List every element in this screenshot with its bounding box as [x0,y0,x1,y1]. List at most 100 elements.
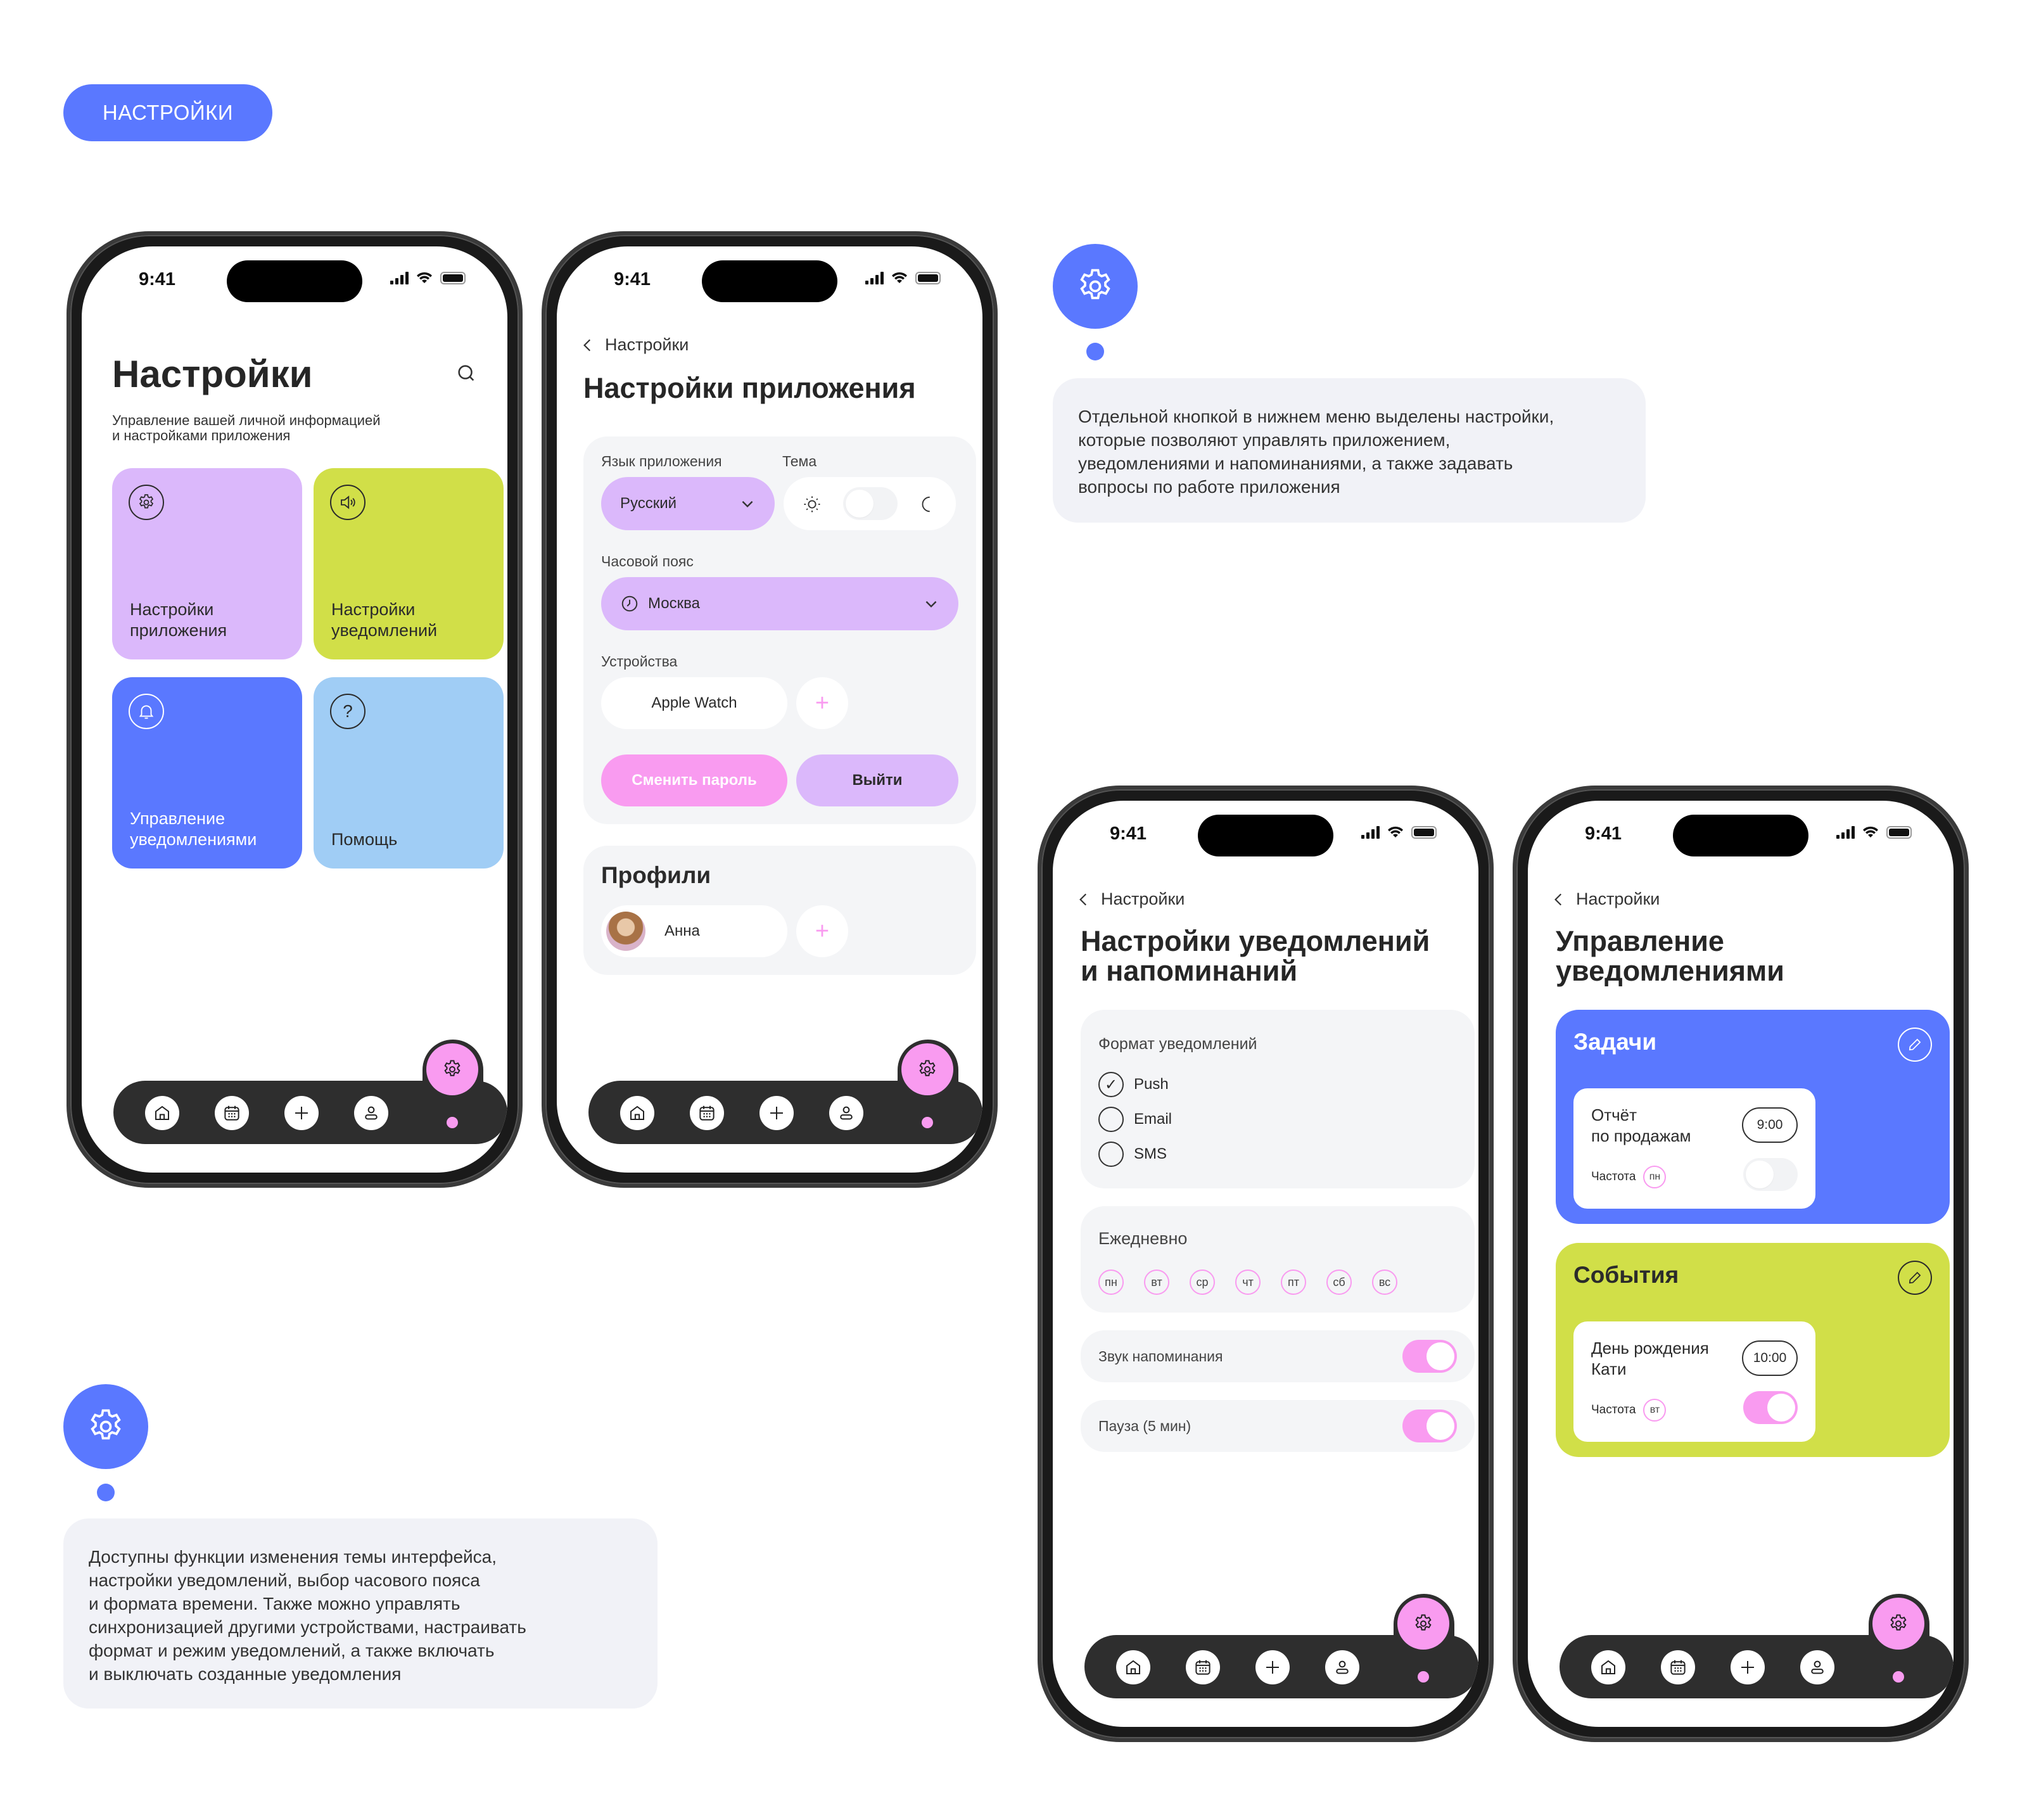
pencil-icon [1907,1036,1923,1053]
format-option-push[interactable]: ✓Push [1098,1072,1169,1097]
nav-home[interactable] [145,1096,179,1130]
devices-label: Устройства [601,653,678,670]
nav-profile[interactable] [829,1096,863,1130]
day-chip[interactable]: пн [1098,1270,1124,1295]
bell-icon [129,694,164,729]
nav-add[interactable] [1255,1650,1290,1684]
language-value: Русский [620,495,677,512]
logout-button[interactable]: Выйти [796,754,958,806]
user-icon [1333,1658,1352,1677]
user-icon [837,1104,856,1123]
nav-calendar[interactable] [690,1096,724,1130]
language-label: Язык приложения [601,453,722,469]
day-chip[interactable]: вт [1144,1270,1169,1295]
back-label: Настройки [605,335,689,354]
theme-toggle-group [784,477,956,530]
change-password-button[interactable]: Сменить пароль [601,754,787,806]
task-toggle[interactable] [1743,1158,1798,1191]
edit-events-button[interactable] [1898,1261,1932,1295]
checkbox-checked[interactable]: ✓ [1098,1072,1124,1097]
nav-settings-active[interactable] [1872,1598,1924,1650]
nav-settings-active[interactable] [901,1043,953,1095]
nav-home[interactable] [1591,1650,1625,1684]
device-apple-watch[interactable]: Apple Watch [601,677,787,729]
signal-icon [1836,826,1855,839]
day-chip[interactable]: чт [1235,1270,1261,1295]
home-icon [153,1104,172,1123]
avatar [606,912,645,951]
nav-profile[interactable] [354,1096,388,1130]
nav-settings-active[interactable] [426,1043,478,1095]
task-time[interactable]: 9:00 [1742,1107,1798,1143]
event-time[interactable]: 10:00 [1742,1340,1798,1376]
status-time: 9:41 [1110,824,1147,844]
day-chip[interactable]: вс [1372,1270,1397,1295]
phone-app-settings: 9:41 Настройки Настройки приложения Язык… [542,231,998,1188]
gear-icon [442,1059,463,1080]
user-icon [1808,1658,1827,1677]
pause-toggle[interactable] [1402,1410,1457,1442]
day-chip: пн [1643,1166,1667,1188]
search-icon[interactable] [455,362,477,384]
edit-tasks-button[interactable] [1898,1028,1932,1062]
back-button[interactable]: Настройки [1076,889,1185,909]
add-device-button[interactable]: + [796,677,848,729]
nav-home[interactable] [1116,1650,1150,1684]
gear-icon [1075,266,1115,307]
day-chip[interactable]: пт [1281,1270,1306,1295]
nav-add[interactable] [284,1096,319,1130]
note-dot [1086,343,1104,360]
battery-icon [1886,826,1912,839]
chevron-down-icon [739,495,756,512]
nav-add[interactable] [1731,1650,1765,1684]
timezone-select[interactable]: Москва [601,577,958,630]
format-option-sms[interactable]: SMS [1098,1142,1167,1167]
page-title: Настройки [112,353,313,395]
sun-icon[interactable] [803,495,822,514]
back-button[interactable]: Настройки [580,335,689,355]
chevron-left-icon [1076,890,1092,909]
day-chip[interactable]: сб [1326,1270,1352,1295]
nav-profile[interactable] [1800,1650,1834,1684]
signal-icon [390,272,409,284]
wifi-icon [417,272,432,283]
nav-add[interactable] [759,1096,794,1130]
day-chip[interactable]: ср [1190,1270,1215,1295]
note-top: Отдельной кнопкой в нижнем меню выделены… [1053,378,1646,523]
back-button[interactable]: Настройки [1551,889,1660,909]
page-title: Настройки приложения [583,372,916,404]
nav-calendar[interactable] [1661,1650,1695,1684]
question-icon: ? [330,694,365,729]
checkbox-unchecked[interactable] [1098,1142,1124,1167]
nav-calendar[interactable] [215,1096,249,1130]
nav-home[interactable] [620,1096,654,1130]
theme-switch[interactable] [843,487,898,520]
back-label: Настройки [1101,889,1185,908]
nav-settings-active[interactable] [1397,1598,1449,1650]
event-toggle[interactable] [1743,1391,1798,1424]
note-gear-badge [1053,244,1138,329]
dynamic-island [1198,815,1333,856]
phone-settings-home: 9:41 Настройки Управление вашей личной и… [67,231,523,1188]
nav-profile[interactable] [1325,1650,1359,1684]
moon-icon[interactable] [918,495,937,514]
sound-toggle[interactable] [1402,1340,1457,1373]
profile-anna[interactable]: Анна [601,905,787,957]
active-indicator [1893,1671,1904,1683]
nav-calendar[interactable] [1186,1650,1220,1684]
subtitle-line: Управление вашей личной информацией [112,412,381,428]
checkbox-unchecked[interactable] [1098,1107,1124,1132]
add-profile-button[interactable]: + [796,905,848,957]
tile-help[interactable]: ? Помощь [314,677,504,869]
format-option-email[interactable]: Email [1098,1107,1172,1132]
language-select[interactable]: Русский [601,477,775,530]
